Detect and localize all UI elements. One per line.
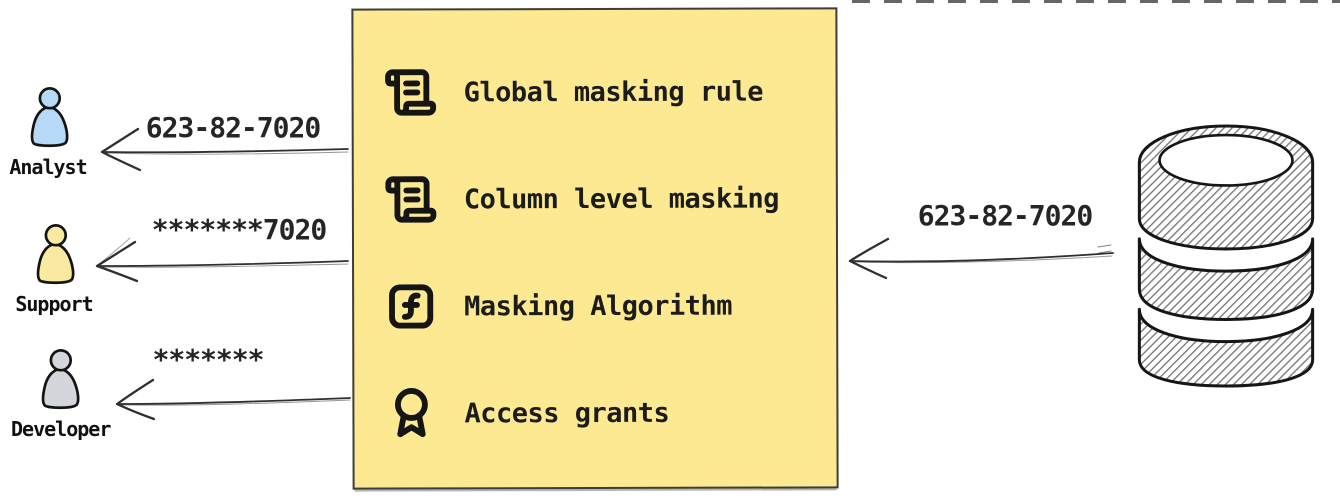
person-icon — [36, 224, 75, 285]
masking-rules-box: Global masking rule Column level masking… — [351, 7, 839, 490]
function-square-icon — [384, 279, 438, 333]
persona-label: Analyst — [9, 155, 87, 179]
top-dashed-line — [852, 0, 1340, 3]
persona-analyst: Analyst — [0, 86, 96, 179]
box-item-global-masking-rule: Global masking rule — [354, 61, 836, 122]
box-item-label: Access grants — [464, 397, 670, 429]
flow-value-developer: ******* — [152, 343, 264, 376]
persona-label: Support — [15, 292, 93, 316]
persona-support: Support — [6, 223, 102, 316]
box-item-label: Global masking rule — [463, 76, 763, 108]
person-icon — [30, 87, 69, 148]
box-item-masking-algorithm: Masking Algorithm — [354, 275, 836, 336]
persona-label: Developer — [11, 417, 111, 441]
scroll-text-icon — [384, 65, 438, 119]
box-item-column-level-masking: Column level masking — [354, 168, 836, 229]
flow-value-database: 623-82-7020 — [917, 199, 1093, 232]
persona-developer: Developer — [11, 348, 111, 441]
box-item-label: Column level masking — [463, 183, 780, 215]
award-icon — [384, 386, 438, 440]
arrow-db-to-box — [848, 237, 1114, 280]
arrow-to-developer — [115, 378, 351, 421]
database-icon — [1137, 124, 1315, 388]
person-icon — [41, 349, 80, 410]
box-item-label: Masking Algorithm — [464, 290, 733, 322]
box-item-access-grants: Access grants — [354, 382, 836, 443]
flow-value-support: *******7020 — [151, 213, 327, 246]
flow-value-analyst: 623-82-7020 — [145, 111, 321, 144]
scroll-text-icon — [384, 172, 438, 226]
